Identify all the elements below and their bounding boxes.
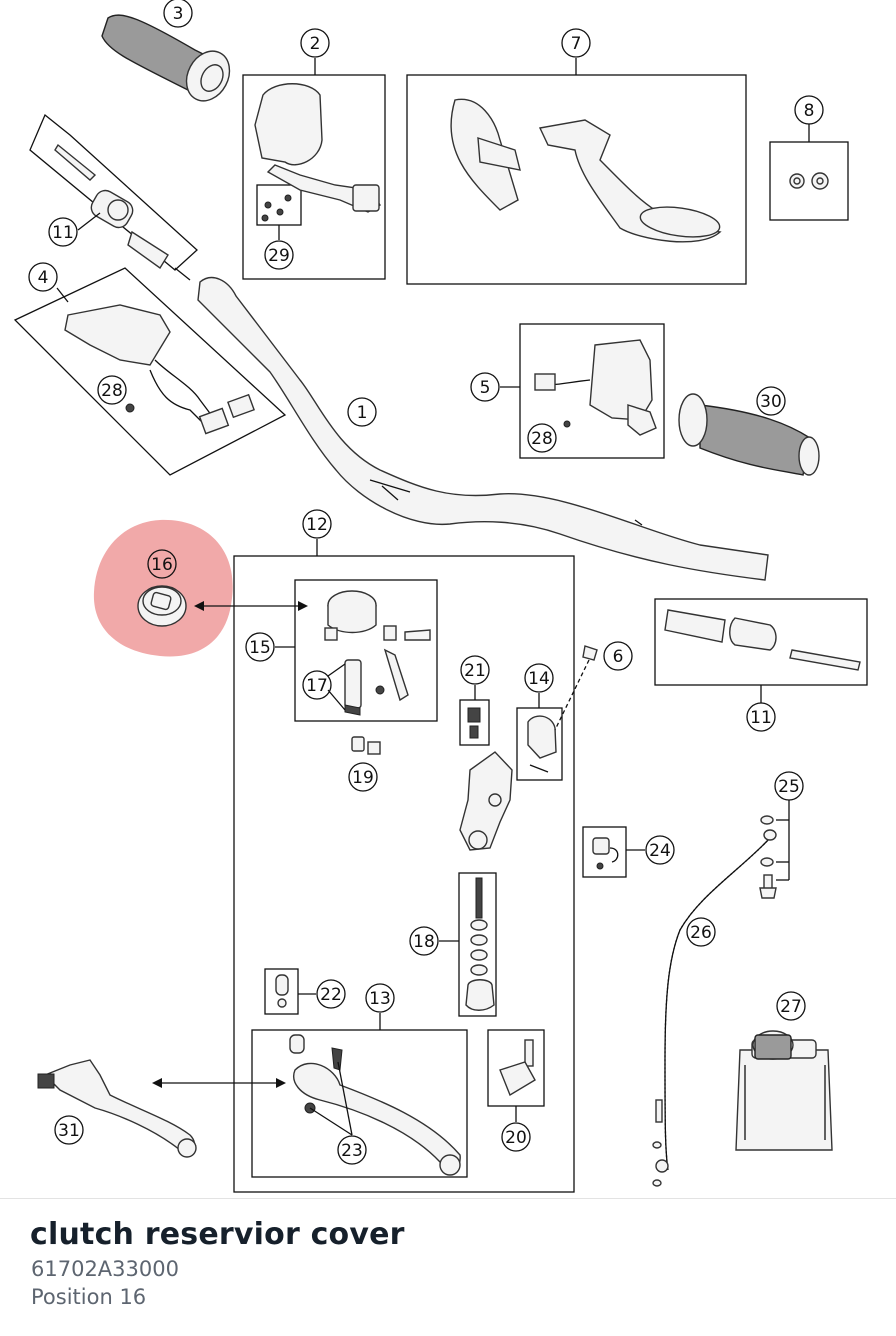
svg-text:1: 1 <box>357 403 368 423</box>
callout-25[interactable]: 25 <box>774 771 804 801</box>
right-grip <box>678 393 820 476</box>
svg-text:13: 13 <box>369 989 391 1009</box>
callout-28[interactable]: 28 <box>97 375 127 405</box>
callout-12[interactable]: 12 <box>302 509 332 539</box>
callout-5[interactable]: 5 <box>470 372 500 402</box>
handlebar <box>197 277 769 581</box>
clutch-hose <box>652 829 777 1187</box>
svg-text:18: 18 <box>413 932 435 952</box>
callout-26[interactable]: 26 <box>686 917 716 947</box>
svg-text:29: 29 <box>268 246 290 266</box>
switch-14 <box>527 715 557 773</box>
callout-24[interactable]: 24 <box>645 835 675 865</box>
part-info-panel: clutch reservior cover 61702A33000 Posit… <box>0 1198 896 1336</box>
adjuster-lever <box>37 1059 197 1158</box>
parts-24 <box>592 837 619 870</box>
left-switch-housing <box>64 304 255 435</box>
parts-20 <box>499 1039 536 1097</box>
svg-text:28: 28 <box>101 381 123 401</box>
svg-text:15: 15 <box>249 638 271 658</box>
bar-end-right <box>664 609 861 671</box>
callout-15[interactable]: 15 <box>245 632 275 662</box>
svg-text:4: 4 <box>38 268 49 288</box>
svg-text:2: 2 <box>310 34 321 54</box>
screw-6 <box>554 645 598 731</box>
master-cylinder <box>459 751 513 851</box>
svg-text:17: 17 <box>306 676 328 696</box>
callout-17[interactable]: 17 <box>302 670 332 700</box>
part-position: Position 16 <box>31 1285 147 1309</box>
fluid-bottle <box>735 1030 833 1151</box>
svg-text:7: 7 <box>571 34 582 54</box>
callout-2[interactable]: 2 <box>300 28 330 58</box>
exploded-parts-diagram: 3 2 7 8 11 29 4 5 28 30 1 28 12 16 15 6 … <box>13 0 868 1193</box>
svg-text:31: 31 <box>58 1121 80 1141</box>
callout-3[interactable]: 3 <box>163 0 193 28</box>
mirrors <box>450 98 722 243</box>
callout-16[interactable]: 16 <box>147 549 177 579</box>
svg-text:23: 23 <box>341 1141 363 1161</box>
callout-21[interactable]: 21 <box>460 655 490 685</box>
svg-text:28: 28 <box>531 429 553 449</box>
left-grip <box>101 14 231 102</box>
callout-4[interactable]: 4 <box>28 262 58 292</box>
nuts-8 <box>789 172 829 190</box>
svg-text:25: 25 <box>778 777 800 797</box>
svg-text:26: 26 <box>690 923 712 943</box>
piston-kit-18 <box>465 877 495 1011</box>
callout-19[interactable]: 19 <box>348 762 378 792</box>
svg-text:21: 21 <box>464 661 486 681</box>
svg-text:19: 19 <box>352 768 374 788</box>
bar-end-left <box>54 143 169 270</box>
arrow-31-to-13 <box>152 1078 286 1088</box>
svg-text:16: 16 <box>151 555 173 575</box>
svg-text:3: 3 <box>173 4 184 24</box>
svg-text:6: 6 <box>613 647 624 667</box>
part-name: clutch reservior cover <box>30 1217 405 1252</box>
svg-text:24: 24 <box>649 841 671 861</box>
callout-23[interactable]: 23 <box>337 1135 367 1165</box>
svg-text:20: 20 <box>505 1128 527 1148</box>
reservoir-cover <box>137 585 187 627</box>
svg-text:11: 11 <box>52 223 74 243</box>
callout-6[interactable]: 6 <box>603 641 633 671</box>
callout-31[interactable]: 31 <box>54 1115 84 1145</box>
parts-21 <box>467 707 481 739</box>
callout-28b[interactable]: 28 <box>527 423 557 453</box>
svg-text:5: 5 <box>480 378 491 398</box>
right-switch <box>534 339 657 436</box>
parts-19 <box>351 736 381 755</box>
callout-8[interactable]: 8 <box>794 95 824 125</box>
callout-1[interactable]: 1 <box>347 397 377 427</box>
part-number: 61702A33000 <box>31 1257 179 1281</box>
svg-text:27: 27 <box>780 997 802 1017</box>
clutch-lever <box>289 1034 461 1176</box>
callout-11[interactable]: 11 <box>48 217 78 247</box>
arrow-16-to-15 <box>194 601 308 611</box>
screws-29 <box>261 194 292 222</box>
callout-27[interactable]: 27 <box>776 991 806 1021</box>
callout-18[interactable]: 18 <box>409 926 439 956</box>
svg-text:8: 8 <box>804 101 815 121</box>
svg-text:30: 30 <box>760 392 782 412</box>
left-switch <box>254 83 381 213</box>
callout-30[interactable]: 30 <box>756 386 786 416</box>
callout-29[interactable]: 29 <box>264 240 294 270</box>
callout-7[interactable]: 7 <box>561 28 591 58</box>
callouts: 3 2 7 8 11 29 4 5 28 30 1 28 12 16 15 6 … <box>28 0 824 1165</box>
callout-11b[interactable]: 11 <box>746 702 776 732</box>
svg-text:22: 22 <box>320 985 342 1005</box>
svg-text:11: 11 <box>750 708 772 728</box>
callout-22[interactable]: 22 <box>316 979 346 1009</box>
leader-lines <box>56 58 810 1136</box>
banjo-25 <box>759 815 777 899</box>
svg-text:12: 12 <box>306 515 328 535</box>
callout-20[interactable]: 20 <box>501 1122 531 1152</box>
reservoir-parts <box>324 590 431 716</box>
callout-14[interactable]: 14 <box>524 663 554 693</box>
svg-text:14: 14 <box>528 669 550 689</box>
parts-22 <box>275 974 289 1008</box>
callout-13[interactable]: 13 <box>365 983 395 1013</box>
